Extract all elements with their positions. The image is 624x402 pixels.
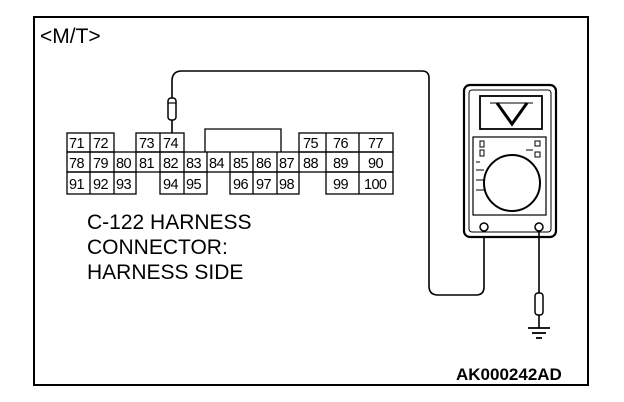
pin-label: 73 <box>139 136 154 152</box>
connector-caption: HARNESS SIDE <box>87 261 243 284</box>
c122-connector: 71 72 73 74 75 76 77 78 79 80 81 82 83 8… <box>66 128 394 195</box>
pin-label: 81 <box>139 156 154 172</box>
pin-label: 85 <box>233 156 248 172</box>
pin-label: 83 <box>186 156 201 172</box>
pin-label: 88 <box>303 156 318 172</box>
pin-label: 80 <box>116 156 131 172</box>
pin-label: 97 <box>256 177 271 193</box>
transmission-label: <M/T> <box>40 25 101 48</box>
pin-label: 92 <box>93 177 108 193</box>
connector-caption: CONNECTOR: <box>87 236 228 259</box>
ground-icon <box>528 327 550 339</box>
pin-label: 82 <box>163 156 178 172</box>
pin-label: 86 <box>256 156 271 172</box>
pin-label: 96 <box>233 177 248 193</box>
connector-key <box>204 128 282 152</box>
pin-label: 79 <box>93 156 108 172</box>
connector-caption: C-122 HARNESS <box>87 211 252 234</box>
pin-label: 84 <box>209 156 224 172</box>
pin-label: 72 <box>93 136 108 152</box>
pin-label: 75 <box>303 136 318 152</box>
pin-label: 95 <box>186 177 201 193</box>
ground-lead <box>528 231 550 339</box>
pin-label: 71 <box>69 136 84 152</box>
pin-label: 89 <box>333 156 348 172</box>
diagram-frame <box>33 16 589 386</box>
probe-icon <box>534 292 544 316</box>
pin-label: 77 <box>368 136 383 152</box>
multimeter-icon <box>462 83 558 239</box>
pin-label: 76 <box>333 136 348 152</box>
pin-label: 98 <box>279 177 294 193</box>
probe-icon <box>167 97 177 121</box>
pin-label: 100 <box>364 177 387 193</box>
pin-label: 78 <box>69 156 84 172</box>
pin-label: 99 <box>333 177 348 193</box>
pin-label: 94 <box>163 177 178 193</box>
pin-label: 74 <box>163 136 178 152</box>
figure-code: AK000242AD <box>456 365 562 384</box>
pin-label: 91 <box>69 177 84 193</box>
pin-label: 93 <box>116 177 131 193</box>
test-lead <box>167 70 485 296</box>
pin-label: 90 <box>368 156 383 172</box>
pin-label: 87 <box>279 156 294 172</box>
